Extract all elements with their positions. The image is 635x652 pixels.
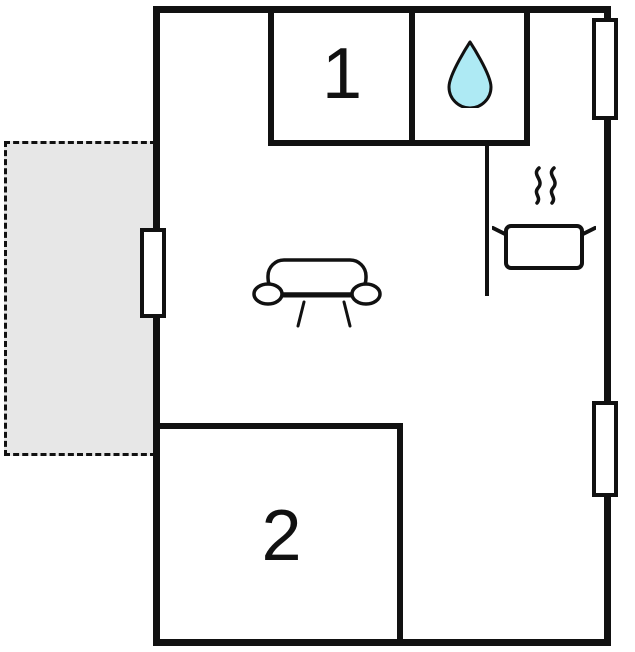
room-1-label: 1 — [321, 34, 363, 114]
wall-room2-right — [397, 429, 403, 639]
outer-wall — [153, 6, 611, 646]
wall-room1-right — [524, 13, 530, 146]
wall-room2-top — [160, 423, 403, 429]
sofa-icon — [252, 256, 382, 334]
terrace-area — [4, 141, 156, 456]
wall-room1-middle — [409, 13, 415, 146]
window-bottom-right — [592, 401, 618, 497]
stove-pot-icon — [492, 162, 596, 272]
wall-room1-left — [268, 13, 274, 146]
window-left — [140, 228, 166, 318]
room-2-label: 2 — [261, 496, 302, 576]
water-drop-icon — [446, 38, 494, 108]
window-top-right — [592, 18, 618, 120]
wall-room1-bottom — [268, 140, 530, 146]
wall-kitchen-divider — [485, 146, 489, 296]
